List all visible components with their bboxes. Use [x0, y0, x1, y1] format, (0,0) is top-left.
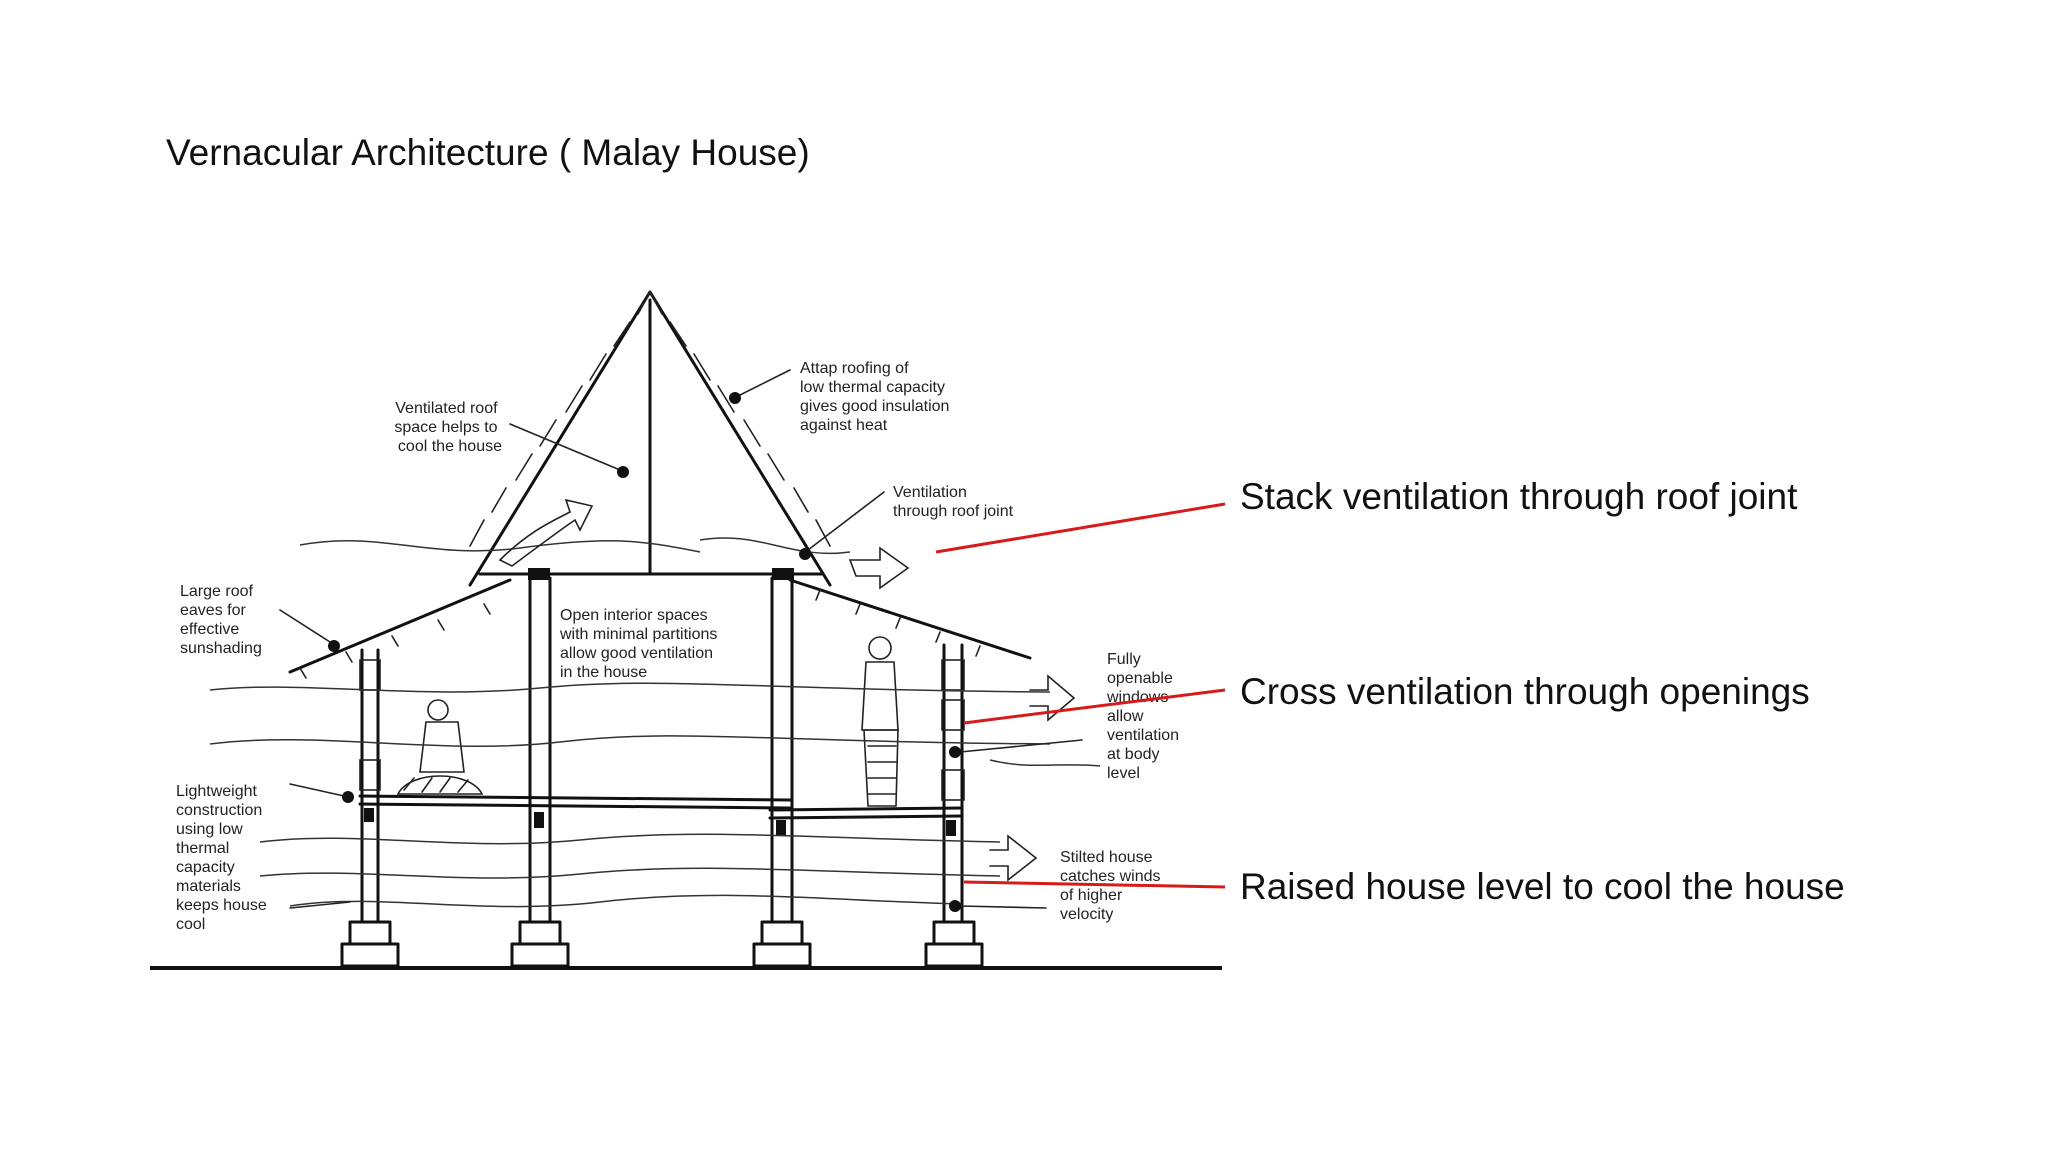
eaves-roof: [288, 578, 1032, 679]
callout-stack-ventilation: Stack ventilation through roof joint: [1240, 476, 1798, 517]
label-open-interior: Open interior spaces with minimal partit…: [559, 607, 722, 681]
red-callout-lines: [935, 502, 1226, 889]
label-large-eaves: Large roof eaves for effective sunshadin…: [180, 583, 262, 657]
ventilation-arrows: [498, 498, 1076, 882]
label-lightweight: Lightweight construction using low therm…: [176, 783, 271, 933]
callout-raised-house: Raised house level to cool the house: [1240, 866, 1845, 907]
post-footings: [340, 920, 984, 968]
callout-line-raised: [963, 880, 1226, 889]
tie-beam: [478, 568, 824, 580]
callout-line-cross: [963, 688, 1226, 725]
label-stilted: Stilted house catches winds of higher ve…: [1060, 849, 1165, 923]
label-windows: Fully openable windows allow ventilation…: [1106, 651, 1184, 782]
label-attap-roofing: Attap roofing of low thermal capacity gi…: [800, 360, 954, 434]
standing-person-figure: [861, 636, 899, 807]
wind-flow-lines: [209, 537, 1101, 908]
callout-line-stack: [935, 502, 1226, 554]
slide-title: Vernacular Architecture ( Malay House): [166, 132, 810, 173]
seated-person-figure: [396, 699, 484, 795]
main-roof: [468, 290, 832, 587]
annotation-leaders: [279, 369, 1083, 912]
callout-cross-ventilation: Cross ventilation through openings: [1240, 671, 1810, 712]
raised-floor: [358, 794, 964, 836]
label-ventilated-roof: Ventilated roof space helps to cool the …: [394, 400, 502, 455]
label-roof-joint: Ventilation through roof joint: [893, 484, 1014, 520]
